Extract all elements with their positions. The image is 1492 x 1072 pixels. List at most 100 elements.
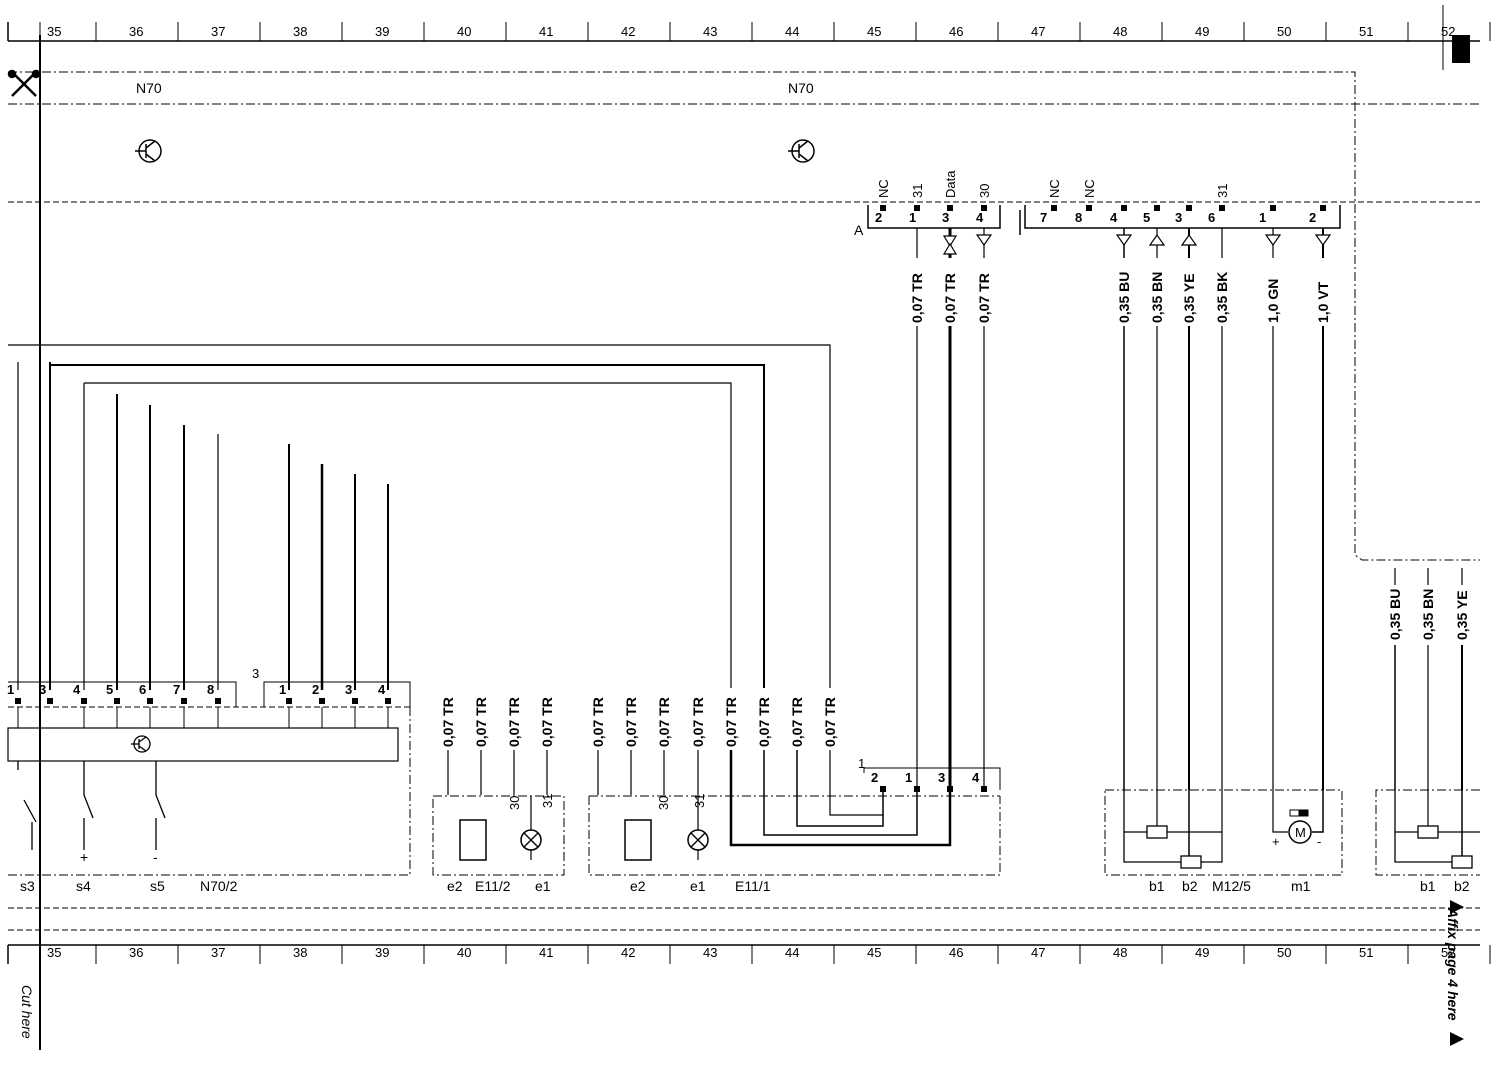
wire-label: 0,07 TR [440, 697, 456, 747]
n70-frame [8, 71, 1480, 931]
e11-2-e1-label: e1 [535, 878, 551, 894]
wire-label-bg [908, 258, 926, 326]
connector-pin-icon [1270, 205, 1276, 211]
transistor-icon [135, 139, 162, 163]
wire-label: 0,35 BN [1149, 272, 1165, 323]
affix-page-text: Affix page 4 here [1445, 907, 1461, 1021]
connector-a-pin-signal: 31 [910, 184, 925, 198]
wire-label: 0,07 TR [976, 273, 992, 323]
ruler-column-label: 39 [375, 24, 389, 39]
wire-label-bg [1264, 258, 1282, 326]
connector-right-pin-number: 4 [1110, 210, 1118, 225]
ruler-column-label: 45 [867, 945, 881, 960]
affix-arrow-icon [1450, 900, 1464, 914]
connector-pin-icon [947, 205, 953, 211]
transistor-icon [131, 735, 151, 753]
far-right-wires [1375, 568, 1480, 876]
wire-label-bg [1314, 258, 1332, 326]
far-right-b2-label: b2 [1454, 878, 1470, 894]
n70-2-pin-number: 4 [378, 682, 386, 697]
switch-s4-label: s4 [76, 878, 91, 894]
ruler-column-label: 49 [1195, 24, 1209, 39]
connector-a-pin-number: 2 [875, 210, 882, 225]
ruler-column-label: 42 [621, 24, 635, 39]
connector-right-pin-signal: NC [1047, 179, 1062, 198]
e11-1-t31: 31 [692, 794, 707, 808]
wire-label-bg [722, 688, 740, 750]
e11-1-block [588, 767, 1001, 876]
switch-s5-label: s5 [150, 878, 165, 894]
connector-right-pin-number: 8 [1075, 210, 1082, 225]
connector-pin-icon [981, 786, 987, 792]
motor-minus: - [1317, 834, 1321, 849]
connector-pin-icon [1121, 205, 1127, 211]
n70-2-label: N70/2 [200, 878, 238, 894]
n70-right-label: N70 [788, 80, 814, 96]
wire-label: 0,07 TR [539, 697, 555, 747]
n70-2-pin-number: 1 [279, 682, 286, 697]
bottom-ruler [7, 944, 1480, 964]
connector-right-pin-number: 1 [1259, 210, 1266, 225]
page-corner-marker [1452, 35, 1470, 63]
n70-2-pin-number: 5 [106, 682, 113, 697]
connector-pin-icon [215, 698, 221, 704]
e11-1-group-label: 1 [858, 756, 865, 771]
e11-1-pin-number: 1 [905, 770, 912, 785]
connector-a [867, 205, 1341, 235]
ruler-column-label: 41 [539, 945, 553, 960]
n70-2-block [7, 681, 411, 876]
connector-pin-icon [81, 698, 87, 704]
ruler-column-label: 38 [293, 24, 307, 39]
ruler-column-label: 46 [949, 945, 963, 960]
ruler-column-label: 44 [785, 945, 799, 960]
ruler-column-label: 50 [1277, 945, 1291, 960]
connector-right-pin-signal: 31 [1215, 184, 1230, 198]
ruler-column-label: 36 [129, 24, 143, 39]
wire-label-bg [655, 688, 673, 750]
ruler-column-label: 51 [1359, 945, 1373, 960]
wire-label-bg [505, 688, 523, 750]
wire-label: 0,35 BN [1420, 589, 1436, 640]
switch-s3-label: s3 [20, 878, 35, 894]
connector-right-pin-number: 2 [1309, 210, 1316, 225]
e11-1-e2-label: e2 [630, 878, 646, 894]
connector-right-pin-number: 5 [1143, 210, 1150, 225]
motor-plus: + [1272, 834, 1280, 849]
connector-right-pin-number: 6 [1208, 210, 1215, 225]
wire-label-bg [439, 688, 457, 750]
ruler-column-label: 48 [1113, 945, 1127, 960]
n70-2-pin-number: 6 [139, 682, 146, 697]
wire-label-bg [622, 688, 640, 750]
n70-2-pin-number: 4 [73, 682, 81, 697]
n70-2-pin-number: 7 [173, 682, 180, 697]
wire-label: 0,35 BU [1116, 272, 1132, 323]
connector-pin-icon [47, 698, 53, 704]
ruler-column-label: 52 [1441, 945, 1455, 960]
n70-2-pin-number: 3 [345, 682, 352, 697]
switch-plus-sign: + [80, 849, 88, 865]
m12-5-block [1104, 789, 1343, 876]
m12-5-b2-label: b2 [1182, 878, 1198, 894]
connector-a-pin-signal: NC [876, 179, 891, 198]
wire-label: 0,07 TR [942, 273, 958, 323]
connector-pin-icon [1219, 205, 1225, 211]
connector-a-pin-number: 3 [942, 210, 949, 225]
wire-label: 0,35 YE [1454, 590, 1470, 640]
ruler-column-label: 46 [949, 24, 963, 39]
wire-label: 0,07 TR [789, 697, 805, 747]
connector-pin-icon [15, 698, 21, 704]
n70-2-group-label: 3 [252, 666, 259, 681]
nested-wire-loops [8, 344, 831, 700]
e11-1-pin-number: 4 [972, 770, 980, 785]
wire-label: 0,07 TR [690, 697, 706, 747]
ruler-column-label: 48 [1113, 24, 1127, 39]
wire-label: 0,07 TR [822, 697, 838, 747]
wire-label-bg [472, 688, 490, 750]
m12-5-b1-label: b1 [1149, 878, 1165, 894]
